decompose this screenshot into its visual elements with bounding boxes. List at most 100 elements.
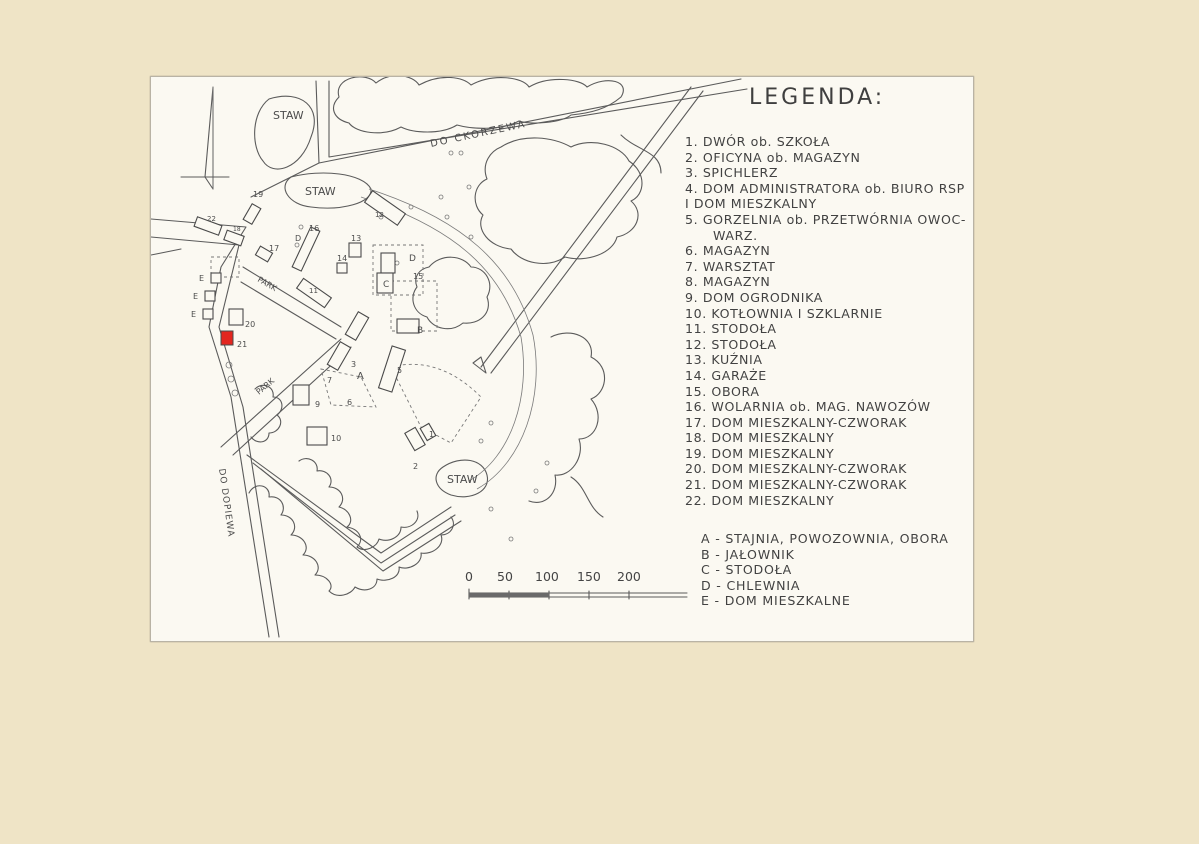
legend-item: 22. DOM MIESZKALNY (685, 492, 835, 508)
building-13 (348, 242, 362, 258)
building-18 (223, 229, 245, 247)
legend-item: 10. KOTŁOWNIA I SZKLARNIE (685, 305, 883, 321)
num-10: 10 (331, 434, 341, 443)
building-16 (291, 226, 321, 272)
legend-list: 1. DWÓR ob. SZKOŁA 2. OFICYNA ob. MAGAZY… (685, 134, 970, 508)
legend-item: 19. DOM MIESZKALNY (685, 445, 835, 461)
letter-E-2: E (193, 292, 198, 301)
legend-item: I DOM MIESZKALNY (685, 196, 817, 212)
scale-tick-label: 50 (497, 569, 513, 584)
num-12: 12 (375, 211, 384, 219)
scale-tick-label: 0 (465, 569, 473, 584)
legend-item: 18. DOM MIESZKALNY (685, 430, 835, 446)
farm-yard-outlines (210, 244, 482, 444)
building-19 (242, 202, 262, 226)
building-21 (220, 330, 234, 346)
legend-item: 15. OBORA (685, 383, 760, 399)
legend-item: 13. KUŹNIA (685, 352, 763, 368)
letter-D: D (409, 254, 416, 264)
num-7: 7 (327, 376, 332, 385)
num-22: 22 (207, 215, 216, 223)
num-15: 15 (413, 272, 423, 281)
num-16: 16 (309, 224, 319, 233)
building-9 (292, 384, 310, 406)
park-label-1: PARK (256, 275, 279, 293)
road-label-north: DO CKORZEWA (429, 119, 527, 150)
ponds (254, 95, 488, 498)
num-13: 13 (351, 234, 361, 243)
north-arrow (180, 86, 230, 190)
road-label-south: DO DOPIEWA (216, 468, 236, 538)
legend-item: 21. DOM MIESZKALNY-CZWORAK (685, 477, 907, 493)
num-11: 11 (309, 287, 318, 295)
building-E3 (202, 308, 214, 320)
legend-item: 1. DWÓR ob. SZKOŁA (685, 134, 831, 149)
legend-item: 8. MAGAZYN (685, 274, 771, 290)
building-C (376, 272, 394, 294)
letter-E-3: E (191, 310, 196, 319)
legend-item: 16. WOLARNIA ob. MAG. NAWOZÓW (685, 399, 931, 415)
num-5: 5 (397, 366, 402, 375)
building-8 (344, 310, 370, 342)
letter-legend-list: A - STAJNIA, POWOZOWNIA, OBORA B - JAŁOW… (701, 531, 949, 609)
letter-C: C (383, 280, 389, 290)
legend-item: 6. MAGAZYN (685, 243, 771, 259)
building-10 (306, 426, 328, 446)
pond-label-south: STAW (447, 473, 478, 486)
legend-item: 20. DOM MIESZKALNY-CZWORAK (685, 461, 907, 477)
legend-item: 17. DOM MIESZKALNY-CZWORAK (685, 414, 907, 430)
scale-bar (468, 588, 688, 600)
legend-item: 4. DOM ADMINISTRATORA ob. BIURO RSP (685, 180, 965, 196)
num-9: 9 (315, 400, 320, 409)
building-11 (295, 277, 333, 309)
estate-map: STAW STAW STAW DO CKORZEWA DO DOPIEWA PA… (151, 77, 748, 638)
letter-B: B (417, 326, 423, 336)
letter-legend-item: C - STODOŁA (701, 562, 793, 578)
num-3: 3 (351, 360, 356, 369)
building-17 (254, 245, 274, 263)
building-B (396, 318, 420, 334)
legend-item: 5. GORZELNIA ob. PRZETWÓRNIA OWOC- (685, 211, 967, 227)
building-20 (228, 308, 244, 326)
num-1: 1 (429, 430, 434, 439)
num-19: 19 (253, 190, 263, 199)
num-20: 20 (245, 320, 255, 329)
building-5 (377, 345, 407, 393)
legend-item: WARZ. (713, 227, 758, 243)
building-2 (404, 426, 426, 452)
legend-item: 11. STODOŁA (685, 321, 777, 337)
building-D (380, 252, 396, 274)
legend-item: 2. OFICYNA ob. MAGAZYN (685, 149, 861, 165)
legend-item: 9. DOM OGRODNIKA (685, 289, 823, 305)
num-18: 18 (233, 226, 241, 233)
letter-legend-item: B - JAŁOWNIK (701, 546, 795, 562)
num-6: 6 (347, 398, 352, 407)
letter-E-1: E (199, 274, 204, 283)
legend-item: 12. STODOŁA (685, 336, 777, 352)
building-12 (363, 190, 407, 226)
pond-label-middle: STAW (305, 185, 336, 198)
legend-item: 7. WARSZTAT (685, 258, 776, 274)
park-boundary (360, 188, 537, 490)
building-22 (193, 216, 223, 236)
scale-tick-label: 100 (535, 569, 559, 584)
building-E2 (204, 290, 216, 302)
legend-item: 3. SPICHLERZ (685, 165, 779, 181)
num-2: 2 (413, 462, 418, 471)
scale-tick-label: 150 (577, 569, 601, 584)
num-21: 21 (237, 340, 247, 349)
scale-tick-label: 200 (617, 569, 641, 584)
pond-label-north: STAW (273, 109, 304, 122)
legend-title: LEGENDA: (749, 85, 886, 110)
num-17: 17 (269, 244, 279, 253)
building-3 (326, 340, 352, 372)
legend-item: 14. GARAŻE (685, 367, 767, 383)
map-sheet: STAW STAW STAW DO CKORZEWA DO DOPIEWA PA… (150, 76, 974, 642)
tree-dots (225, 150, 550, 542)
letter-legend-item: D - CHLEWNIA (701, 577, 801, 593)
num-14: 14 (337, 254, 347, 263)
roads (151, 78, 748, 638)
building-1 (419, 422, 437, 442)
building-14 (336, 262, 348, 274)
